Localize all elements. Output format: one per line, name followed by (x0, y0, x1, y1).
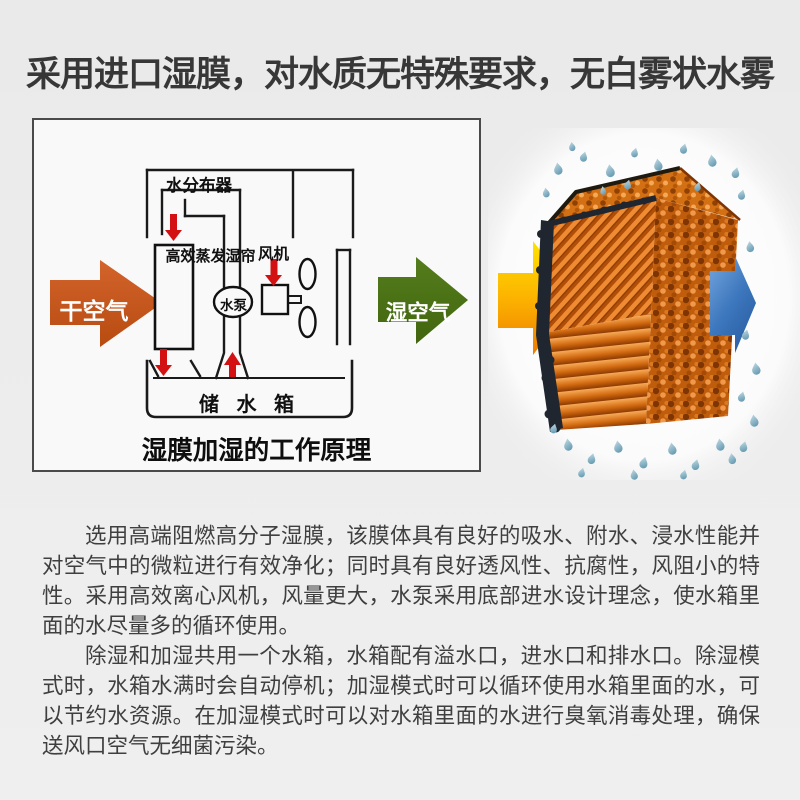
wet-air-arrow (378, 257, 468, 344)
water-droplet (752, 362, 761, 375)
label-dry-air: 干空气 (59, 298, 129, 324)
label-water-pump: 水泵 (220, 298, 247, 313)
red-flow-arrows (155, 214, 282, 377)
wet-membrane-illustration (488, 128, 800, 480)
water-droplet (554, 162, 563, 175)
wet-membrane-3d-icon (488, 128, 800, 480)
water-droplet (630, 469, 638, 480)
water-droplet (728, 453, 737, 465)
water-droplet (680, 469, 687, 480)
humidifier-schematic-icon (50, 168, 468, 419)
water-droplet (578, 467, 585, 478)
water-droplet (691, 459, 700, 471)
membrane-block (535, 166, 741, 433)
description-text: 选用高端阻燃高分子湿膜，该膜体具有良好的吸水、附水、浸水性能并对空气中的微粒进行… (42, 521, 760, 761)
water-droplet (694, 181, 701, 192)
paragraph-1: 选用高端阻燃高分子湿膜，该膜体具有良好的吸水、附水、浸水性能并对空气中的微粒进行… (42, 524, 760, 638)
water-droplet (631, 147, 638, 158)
water-droplet (587, 453, 596, 465)
label-water-tank: 储 水 箱 (198, 394, 301, 416)
water-droplet (600, 186, 607, 195)
water-droplet (737, 391, 746, 402)
fan-blade-top (298, 257, 317, 291)
water-droplet (569, 141, 576, 152)
label-wet-air: 湿空气 (385, 301, 451, 325)
water-droplet (750, 414, 759, 427)
water-droplet (731, 167, 740, 179)
water-droplet (542, 187, 550, 198)
water-droplet (741, 329, 750, 340)
duct-lines (145, 168, 355, 419)
fan-motor-box (260, 283, 290, 316)
water-droplet (605, 164, 615, 178)
water-droplet (624, 179, 631, 190)
water-droplet (668, 442, 677, 455)
dry-air-arrow (50, 260, 162, 347)
outlet-arrow-blue (710, 256, 756, 353)
label-wet-curtain: 高效蒸发湿帘 (165, 248, 256, 265)
water-droplet (614, 440, 623, 453)
fan-blade-bottom (298, 305, 317, 339)
water-droplet (737, 189, 746, 200)
water-droplet (708, 154, 717, 167)
label-fan: 风机 (258, 246, 290, 263)
water-droplet (739, 441, 748, 453)
water-droplet (679, 143, 688, 154)
water-droplet (564, 438, 573, 451)
water-droplet (639, 456, 648, 469)
water-droplet (550, 423, 557, 434)
water-droplet (716, 438, 725, 451)
page-title: 采用进口湿膜，对水质无特殊要求，无白雾状水雾 (25, 55, 775, 94)
wet-curtain-box (153, 243, 195, 351)
working-principle-diagram: 水分布器 风机 水泵 储 水 箱 高效蒸发湿帘 干空气 湿空气 湿膜加湿的工作原… (32, 118, 481, 472)
paragraph-2: 除湿和加湿共用一个水箱，水箱配有溢水口，进水口和排水口。除湿模式时，水箱水满时会… (42, 644, 760, 758)
inlet-arrow-yellow (498, 241, 576, 355)
label-water-distributor: 水分布器 (166, 177, 232, 195)
diagram-caption: 湿膜加湿的工作原理 (141, 437, 372, 465)
water-droplet (654, 158, 663, 171)
water-droplets (542, 141, 761, 480)
pump-ellipse (212, 285, 254, 319)
water-droplet (579, 151, 588, 162)
water-droplet (746, 241, 755, 253)
